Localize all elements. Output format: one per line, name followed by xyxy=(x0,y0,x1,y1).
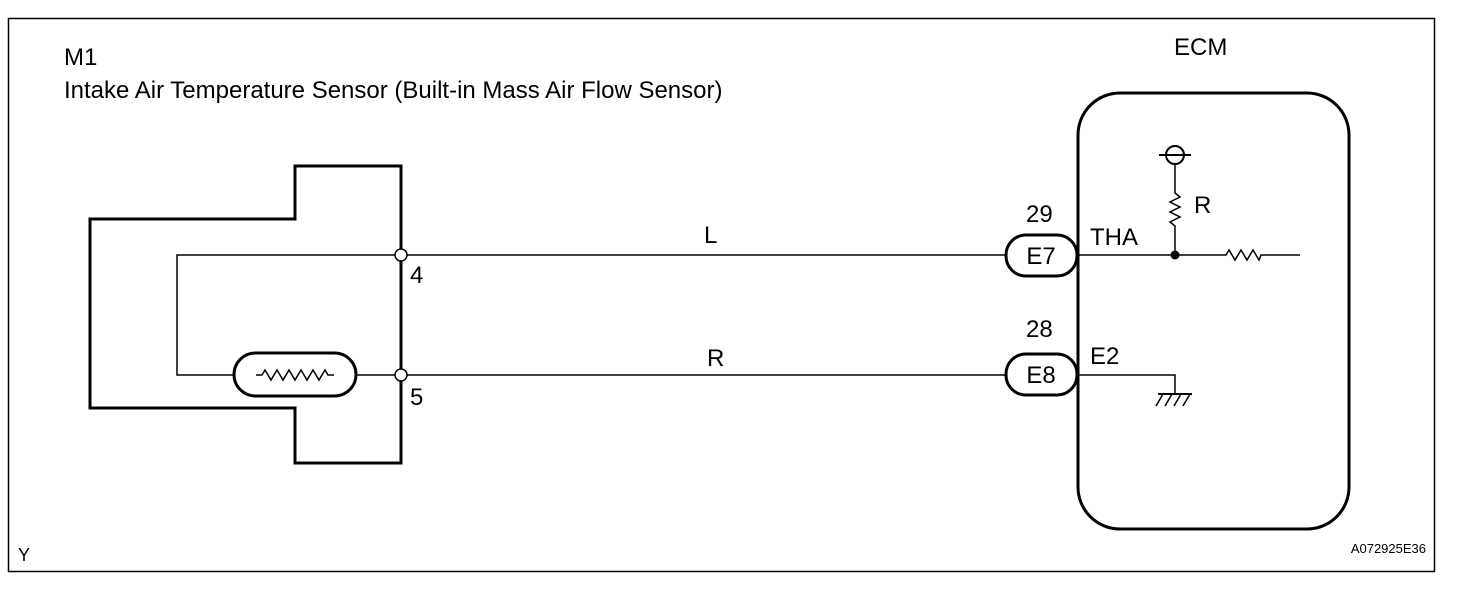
sensor-internal-wire xyxy=(176,254,401,376)
connector-top-label: E7 xyxy=(1026,243,1055,270)
wire-bottom-color: R xyxy=(707,345,724,372)
ecm-pin-top: 29 xyxy=(1026,201,1053,228)
terminal-top-number: 4 xyxy=(410,262,423,289)
wire-top-color: L xyxy=(704,222,717,249)
pullup-resistor-icon xyxy=(1168,164,1182,255)
sensor-code: M1 xyxy=(64,44,97,71)
ecm-box xyxy=(1076,91,1351,531)
pullup-resistor-label: R xyxy=(1194,192,1211,219)
terminal-bottom-number: 5 xyxy=(410,384,423,411)
diagram-frame xyxy=(7,17,1436,573)
ecm-pin-bottom: 28 xyxy=(1026,316,1053,343)
signal-e2: E2 xyxy=(1090,343,1119,370)
terminal-5 xyxy=(394,368,408,382)
figure-id: A072925E36 xyxy=(1351,541,1426,556)
ground-hatch xyxy=(1155,393,1191,407)
connector-bottom-label: E8 xyxy=(1026,362,1055,389)
footer-left-code: Y xyxy=(18,545,30,565)
signal-tha: THA xyxy=(1090,224,1138,251)
sensor-body-outline xyxy=(88,164,403,465)
internal-resistor-icon xyxy=(1222,248,1300,262)
sensor-name: Intake Air Temperature Sensor (Built-in … xyxy=(64,77,722,104)
ecm-title: ECM xyxy=(1174,34,1227,61)
thermistor-resistor-icon xyxy=(256,368,334,382)
thermistor-body xyxy=(232,351,358,398)
e2-internal-wire xyxy=(1077,374,1176,394)
terminal-4 xyxy=(394,248,408,262)
